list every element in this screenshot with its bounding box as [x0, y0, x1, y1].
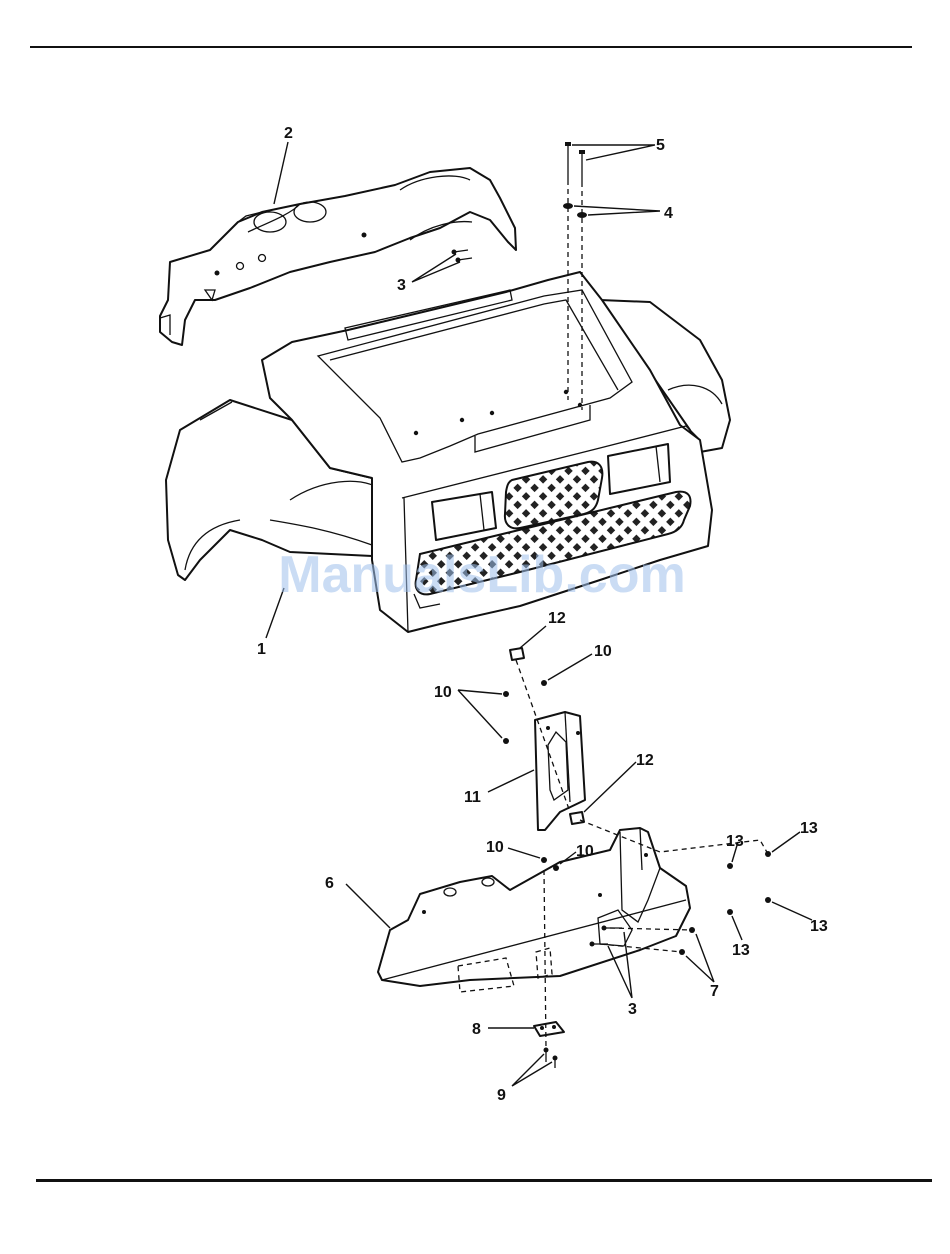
callout-7: 7 — [710, 983, 719, 1000]
callout-13-top-right: 13 — [800, 820, 818, 837]
callout-5: 5 — [656, 137, 665, 154]
callout-6: 6 — [325, 875, 334, 892]
lower-support-plate — [378, 828, 690, 992]
callout-10-lower-right: 10 — [576, 843, 594, 860]
callout-3-upper: 3 — [397, 277, 406, 294]
callout-2: 2 — [284, 125, 293, 142]
callout-8: 8 — [472, 1021, 481, 1038]
callout-1: 1 — [257, 641, 266, 658]
callout-11: 11 — [464, 789, 481, 806]
watermark: ManualsLib.com — [278, 546, 685, 604]
callout-3-lower: 3 — [628, 1001, 637, 1018]
callout-10-upper-right: 10 — [594, 643, 612, 660]
callout-10-upper-left: 10 — [434, 684, 452, 701]
callout-12-upper: 12 — [548, 610, 566, 627]
callout-10-lower-left: 10 — [486, 839, 504, 856]
callout-13-bottom-right: 13 — [810, 918, 828, 935]
callout-12-lower: 12 — [636, 752, 654, 769]
clip-plate — [534, 1022, 564, 1036]
callout-13-bottom-left: 13 — [732, 942, 750, 959]
callout-9: 9 — [497, 1087, 506, 1104]
callout-13-top-left: 13 — [726, 833, 744, 850]
callout-4: 4 — [664, 205, 673, 222]
